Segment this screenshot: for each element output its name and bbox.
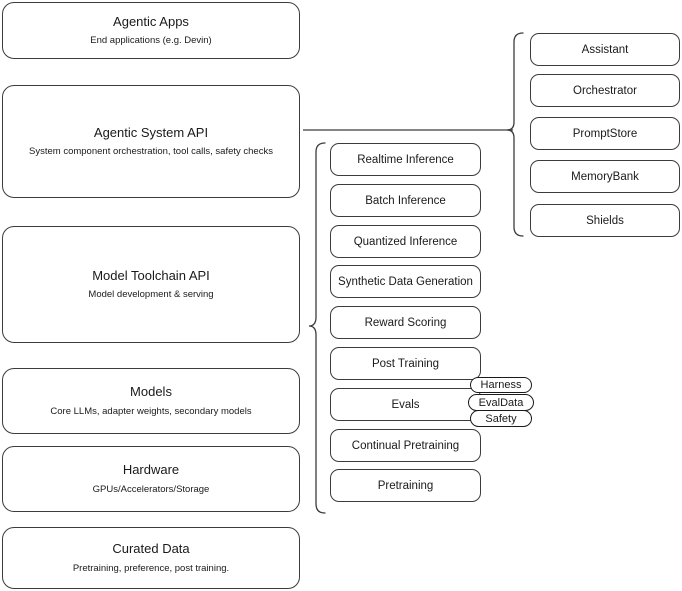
toolchain-chip-pretraining[interactable]: Pretraining: [330, 469, 481, 502]
layer-title: Agentic Apps: [113, 13, 189, 29]
layer-subtitle: Pretraining, preference, post training.: [72, 562, 230, 574]
layer-title: Curated Data: [112, 541, 190, 557]
system-chip-orchestrator[interactable]: Orchestrator: [530, 74, 680, 107]
layer-subtitle: GPUs/Accelerators/Storage: [92, 483, 210, 495]
chip-label: Pretraining: [377, 479, 434, 492]
chip-label: PromptStore: [572, 127, 638, 140]
layer-box-agentic-system-api[interactable]: Agentic System API System component orch…: [2, 85, 300, 198]
pill-label: Harness: [480, 379, 522, 391]
layer-title: Agentic System API: [93, 124, 209, 140]
toolchain-chip-realtime-inference[interactable]: Realtime Inference: [330, 143, 481, 176]
system-chip-shields[interactable]: Shields: [530, 204, 680, 237]
layer-title: Model Toolchain API: [92, 267, 210, 283]
chip-label: Quantized Inference: [353, 235, 458, 248]
layer-title: Models: [130, 384, 172, 400]
layer-box-hardware[interactable]: Hardware GPUs/Accelerators/Storage: [2, 446, 300, 512]
chip-label: MemoryBank: [571, 170, 639, 183]
pill-label: EvalData: [478, 396, 524, 409]
chip-label: Reward Scoring: [364, 316, 447, 329]
evals-pill-evaldata[interactable]: EvalData: [468, 394, 534, 411]
chip-label: Batch Inference: [365, 194, 446, 207]
middle-brace-icon: [308, 142, 326, 514]
pill-label: Safety: [485, 412, 517, 425]
layer-subtitle: Core LLMs, adapter weights, secondary mo…: [50, 405, 252, 417]
layer-box-model-toolchain-api[interactable]: Model Toolchain API Model development & …: [2, 226, 300, 343]
system-chip-promptstore[interactable]: PromptStore: [530, 117, 680, 150]
chip-label: Orchestrator: [573, 84, 637, 97]
layer-subtitle: Model development & serving: [88, 289, 214, 301]
right-brace-icon: [506, 32, 524, 237]
chip-label: Synthetic Data Generation: [338, 275, 473, 288]
layer-box-models[interactable]: Models Core LLMs, adapter weights, secon…: [2, 368, 300, 434]
layer-subtitle: End applications (e.g. Devin): [90, 35, 212, 47]
evals-pill-safety[interactable]: Safety: [470, 410, 532, 427]
system-chip-memorybank[interactable]: MemoryBank: [530, 160, 680, 193]
toolchain-chip-batch-inference[interactable]: Batch Inference: [330, 184, 481, 217]
chip-label: Shields: [586, 214, 624, 227]
layer-title: Hardware: [122, 462, 180, 478]
toolchain-chip-quantized-inference[interactable]: Quantized Inference: [330, 225, 481, 258]
layer-box-curated-data[interactable]: Curated Data Pretraining, preference, po…: [2, 527, 300, 589]
chip-label: Assistant: [581, 43, 629, 56]
chip-label: Evals: [391, 398, 420, 411]
layer-box-agentic-apps[interactable]: Agentic Apps End applications (e.g. Devi…: [2, 2, 300, 59]
toolchain-chip-synthetic-data-generation[interactable]: Synthetic Data Generation: [330, 265, 481, 298]
evals-pill-harness[interactable]: Harness: [470, 377, 532, 393]
system-chip-assistant[interactable]: Assistant: [530, 33, 680, 66]
chip-label: Continual Pretraining: [351, 439, 460, 452]
toolchain-chip-reward-scoring[interactable]: Reward Scoring: [330, 306, 481, 339]
chip-label: Realtime Inference: [357, 153, 454, 166]
layer-subtitle: System component orchestration, tool cal…: [29, 146, 273, 158]
chip-label: Post Training: [371, 357, 440, 370]
toolchain-chip-continual-pretraining[interactable]: Continual Pretraining: [330, 429, 481, 462]
toolchain-chip-evals[interactable]: Evals: [330, 388, 481, 421]
toolchain-chip-post-training[interactable]: Post Training: [330, 347, 481, 380]
